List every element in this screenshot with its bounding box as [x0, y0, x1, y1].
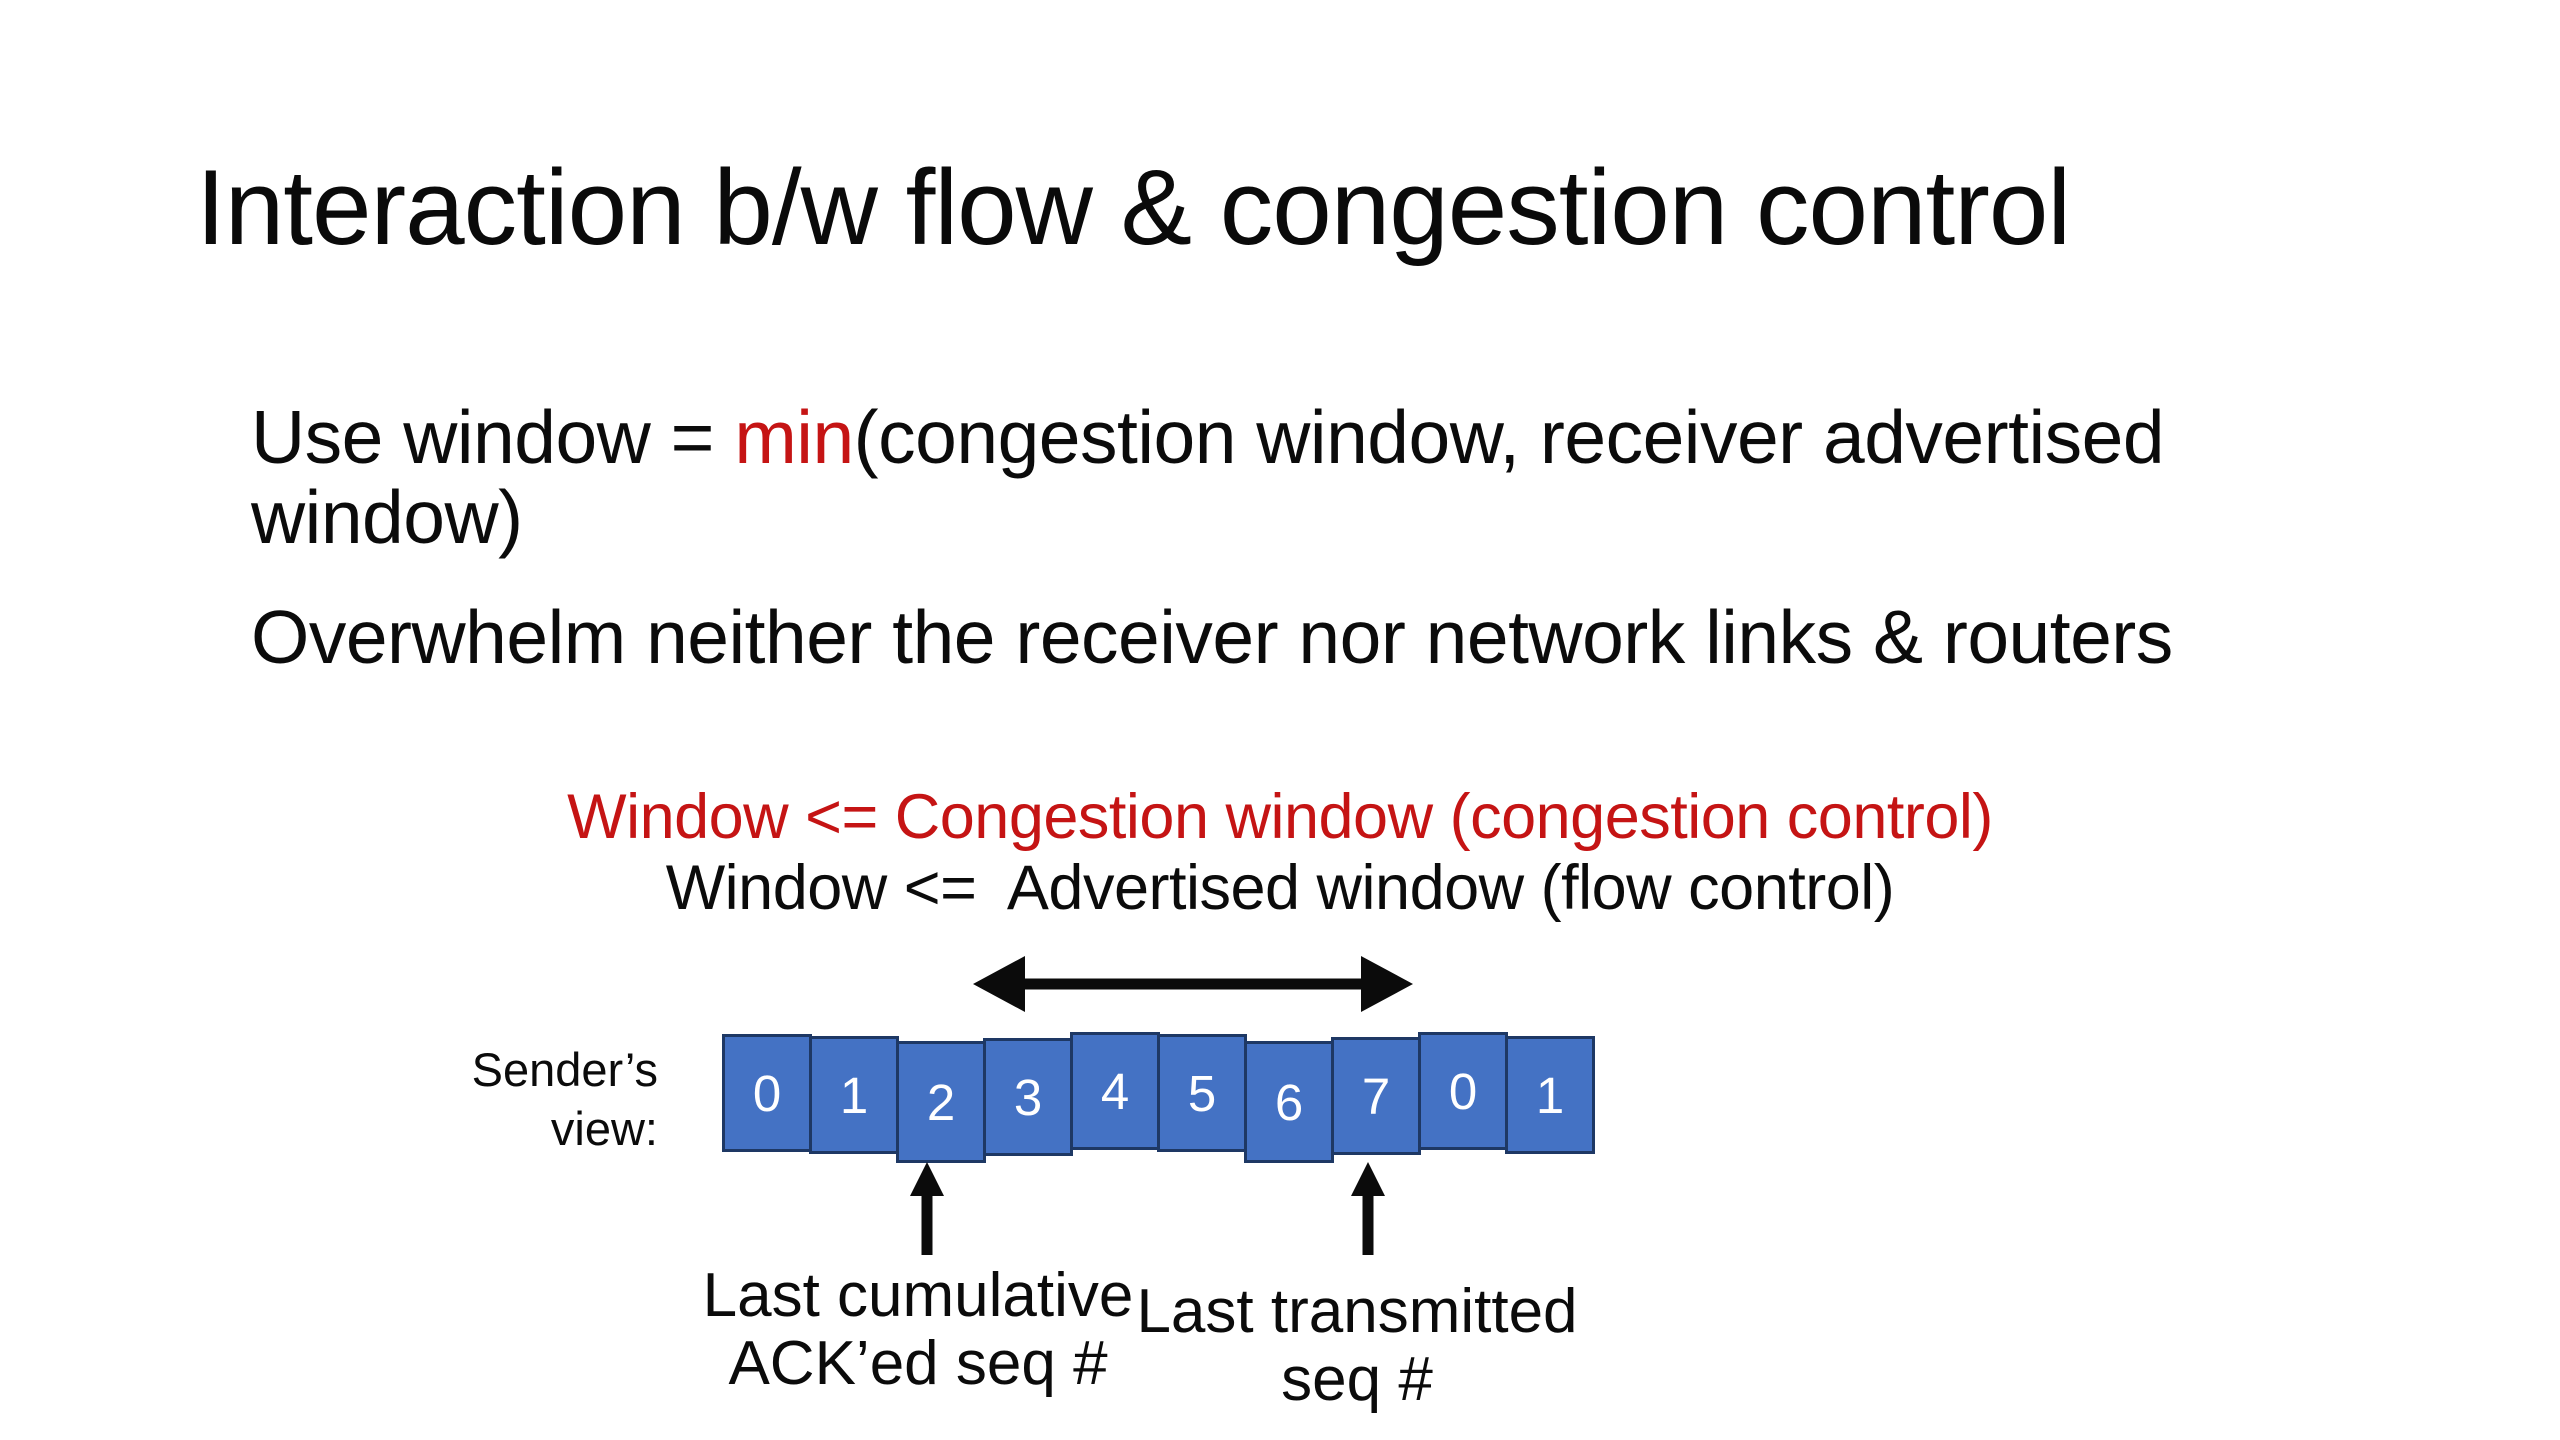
sequence-cell: 2 — [896, 1041, 986, 1163]
bullet-dot — [196, 397, 251, 557]
bullet-2-text: Overwhelm neither the receiver nor netwo… — [251, 597, 2173, 677]
sequence-window-row: 0 1 2 3 4 5 6 7 0 1 — [722, 1032, 1595, 1163]
bullet-1-pre: Use window = — [251, 395, 735, 479]
slide-title: Interaction b/w flow & congestion contro… — [196, 147, 2071, 267]
ack-label: Last cumulative ACK’ed seq # — [588, 1262, 1248, 1398]
sender-view-line2: view: — [550, 1102, 658, 1155]
sender-view-label: Sender’s view: — [400, 1040, 658, 1158]
sequence-cell: 1 — [809, 1036, 899, 1154]
sequence-cell: 3 — [983, 1038, 1073, 1156]
sequence-cell: 4 — [1070, 1032, 1160, 1150]
congestion-rule-text: Window <= Congestion window (congestion … — [567, 782, 1993, 852]
flow-rule-text: Window <= Advertised window (flow contro… — [665, 853, 1895, 923]
tx-label-line2: seq # — [1281, 1345, 1433, 1414]
sequence-cell: 7 — [1331, 1037, 1421, 1155]
tx-label-line1: Last transmitted — [1136, 1277, 1578, 1346]
bullet-1-text: Use window = min(congestion window, rece… — [251, 395, 2165, 559]
bullet-dot — [196, 597, 251, 677]
sender-view-line1: Sender’s — [471, 1043, 658, 1096]
sequence-cell: 1 — [1505, 1036, 1595, 1154]
sequence-cell: 6 — [1244, 1041, 1334, 1163]
sequence-cell: 0 — [722, 1034, 812, 1152]
bullet-1: Use window = min(congestion window, rece… — [196, 397, 2416, 557]
sequence-cell: 5 — [1157, 1034, 1247, 1152]
tx-pointer-arrow-icon — [1351, 1162, 1385, 1255]
window-span-arrow-icon — [973, 956, 1413, 1012]
bullet-list: Use window = min(congestion window, rece… — [196, 397, 2416, 717]
bullet-2: Overwhelm neither the receiver nor netwo… — [196, 597, 2416, 677]
bullet-2-line: Overwhelm neither the receiver nor netwo… — [251, 595, 2173, 679]
tx-label: Last transmitted seq # — [1027, 1278, 1687, 1414]
min-highlight: min — [734, 395, 854, 479]
ack-label-line2: ACK’ed seq # — [728, 1329, 1108, 1398]
ack-pointer-arrow-icon — [910, 1162, 944, 1255]
bullet-1-line2: window) — [251, 475, 523, 559]
bullet-1-rest: (congestion window, receiver advertised — [853, 395, 2165, 479]
sequence-cell: 0 — [1418, 1032, 1508, 1150]
ack-label-line1: Last cumulative — [702, 1261, 1134, 1330]
